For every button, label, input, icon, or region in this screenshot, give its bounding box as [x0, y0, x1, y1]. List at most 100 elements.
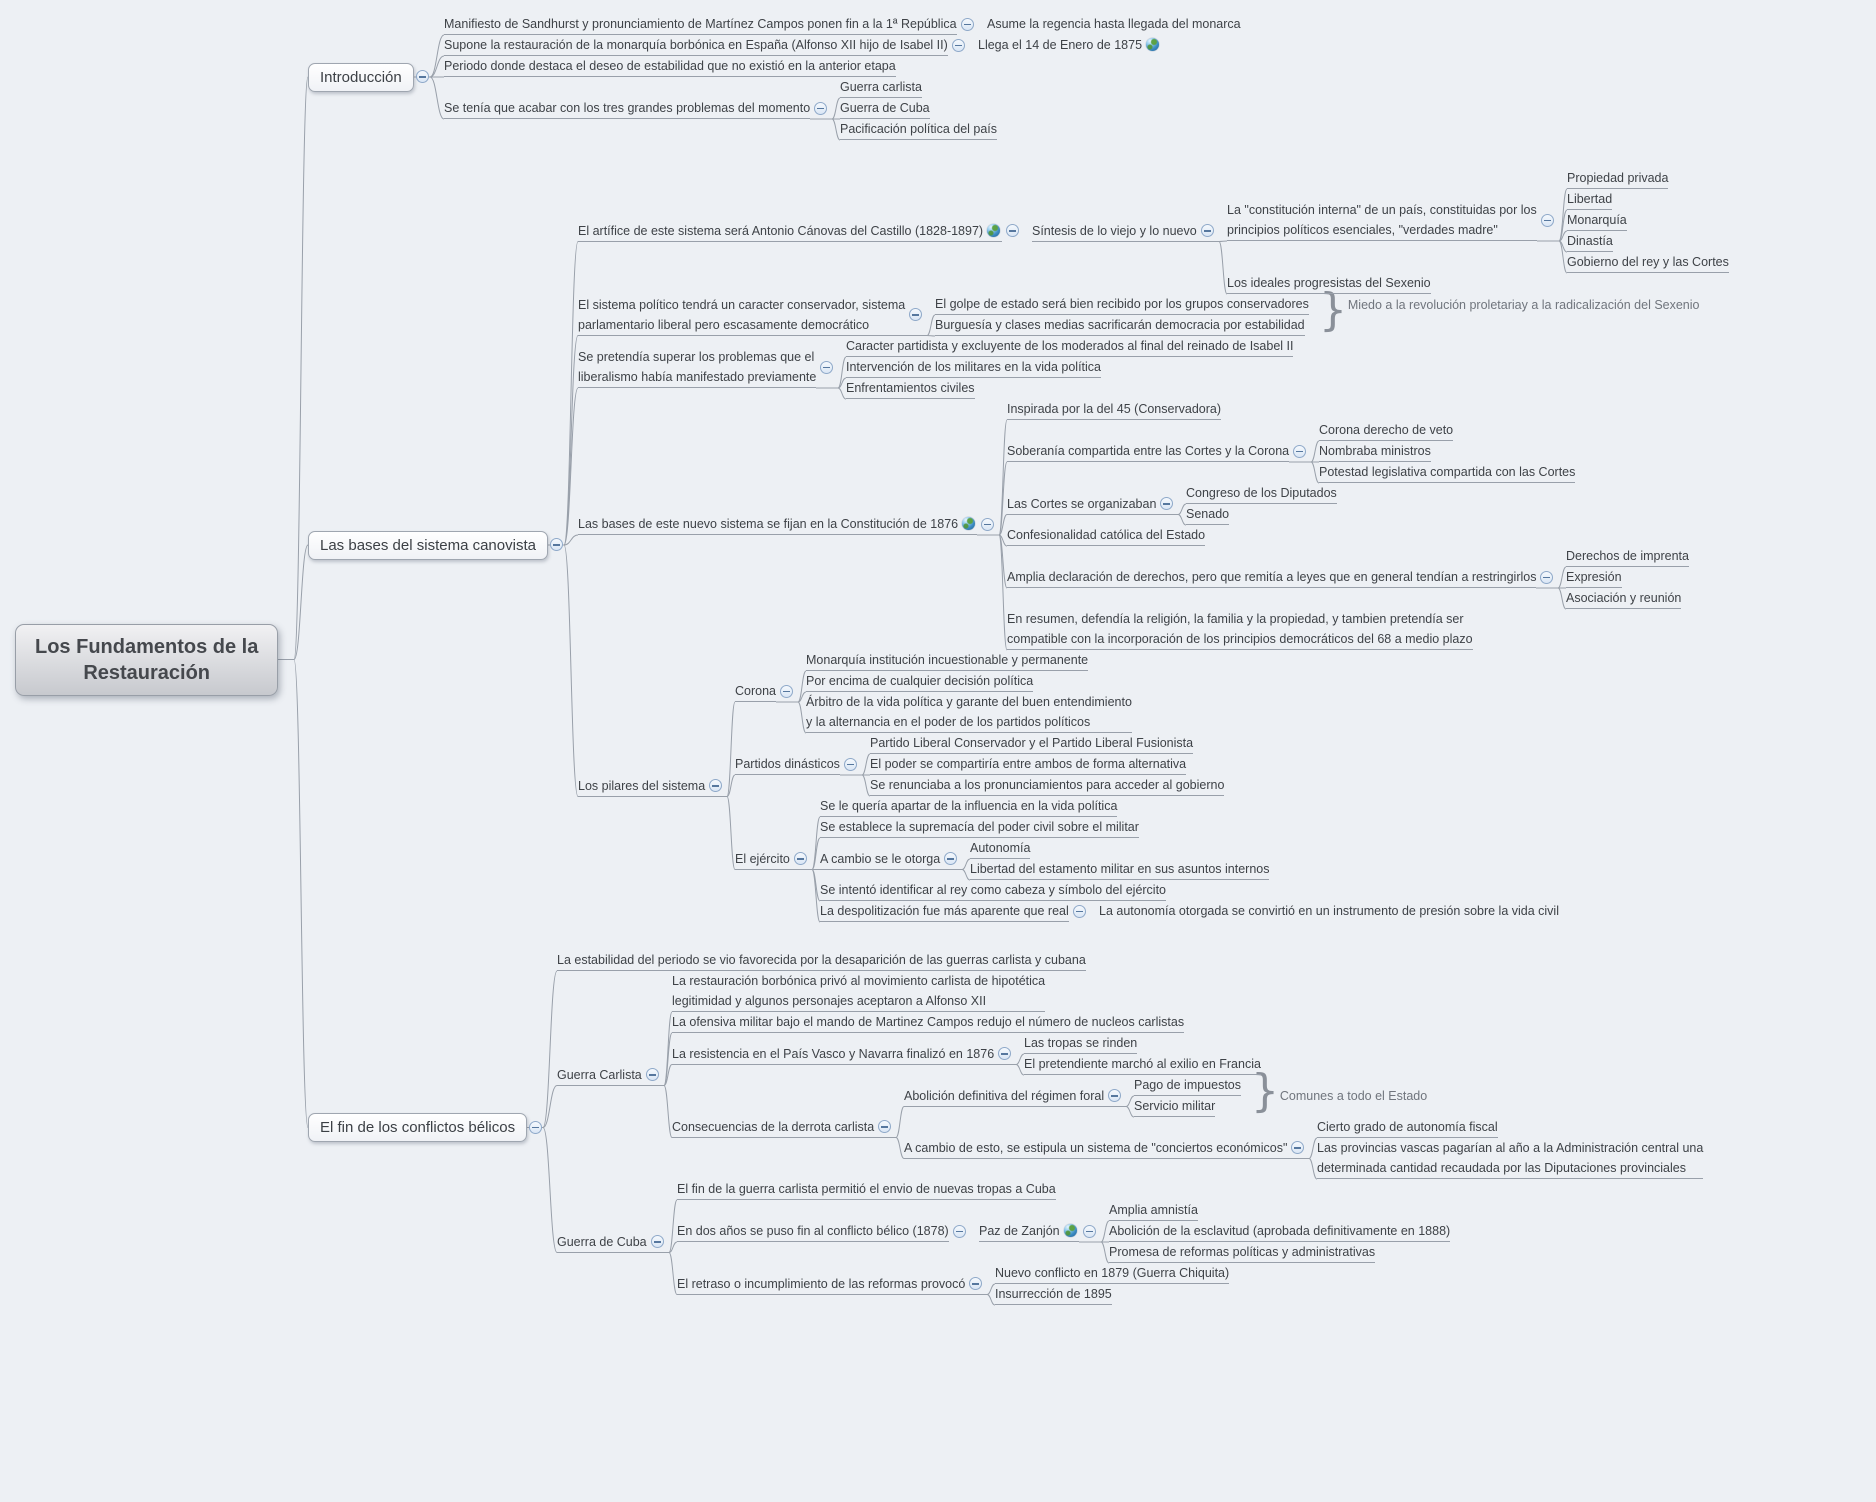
- collapse-icon[interactable]: [820, 360, 833, 374]
- topic-node[interactable]: La restauración borbónica privó al movim…: [672, 971, 1046, 1012]
- topic-node[interactable]: A cambio se le otorga: [820, 849, 941, 870]
- topic-node[interactable]: El pretendiente marchó al exilio en Fran…: [1024, 1054, 1261, 1075]
- topic-node[interactable]: Libertad: [1567, 189, 1613, 210]
- topic-node[interactable]: Enfrentamientos civiles: [846, 378, 975, 399]
- collapse-icon[interactable]: [529, 1120, 542, 1134]
- topic-node[interactable]: Se le quería apartar de la influencia en…: [820, 796, 1118, 817]
- topic-node[interactable]: El ejército: [735, 849, 790, 870]
- collapse-icon[interactable]: [1083, 1224, 1096, 1238]
- topic-node[interactable]: Nuevo conflicto en 1879 (Guerra Chiquita…: [995, 1263, 1230, 1284]
- topic-node[interactable]: Síntesis de lo viejo y lo nuevo: [1032, 221, 1197, 242]
- topic-node[interactable]: Amplia amnistía: [1109, 1200, 1198, 1221]
- topic-node[interactable]: Confesionalidad católica del Estado: [1007, 525, 1206, 546]
- topic-node[interactable]: Monarquía: [1567, 210, 1627, 231]
- topic-node[interactable]: Por encima de cualquier decisión polític…: [806, 671, 1034, 692]
- topic-node[interactable]: Manifiesto de Sandhurst y pronunciamient…: [444, 14, 957, 35]
- collapse-icon[interactable]: [780, 684, 793, 698]
- topic-node[interactable]: Cierto grado de autonomía fiscal: [1317, 1117, 1498, 1138]
- topic-node[interactable]: Derechos de imprenta: [1566, 546, 1689, 567]
- topic-node[interactable]: Propiedad privada: [1567, 168, 1669, 189]
- topic-node[interactable]: Amplia declaración de derechos, pero que…: [1007, 567, 1537, 588]
- topic-node[interactable]: Los pilares del sistema: [578, 776, 706, 797]
- collapse-icon[interactable]: [953, 1224, 966, 1238]
- topic-node[interactable]: Corona derecho de veto: [1319, 420, 1454, 441]
- topic-node[interactable]: Burguesía y clases medias sacrificarán d…: [935, 315, 1305, 336]
- topic-node[interactable]: Congreso de los Diputados: [1186, 483, 1337, 504]
- topic-node[interactable]: Las Cortes se organizaban: [1007, 494, 1157, 515]
- topic-node[interactable]: Monarquía institución incuestionable y p…: [806, 650, 1089, 671]
- topic-node[interactable]: Pacificación política del país: [840, 119, 998, 140]
- topic-node[interactable]: Paz de Zanjón: [979, 1221, 1079, 1242]
- topic-node[interactable]: En dos años se puso fin al conflicto bél…: [677, 1221, 949, 1242]
- topic-node[interactable]: Se intentó identificar al rey como cabez…: [820, 880, 1167, 901]
- globe-icon[interactable]: [1063, 1224, 1077, 1237]
- topic-node[interactable]: El poder se compartiría entre ambos de f…: [870, 754, 1187, 775]
- collapse-icon[interactable]: [1006, 224, 1019, 237]
- collapse-icon[interactable]: [878, 1120, 891, 1133]
- collapse-icon[interactable]: [794, 852, 807, 865]
- topic-node[interactable]: El artífice de este sistema será Antonio…: [578, 221, 1003, 242]
- topic-node[interactable]: Autonomía: [970, 838, 1031, 859]
- topic-node[interactable]: Se establece la supremacía del poder civ…: [820, 817, 1139, 838]
- topic-node[interactable]: El golpe de estado será bien recibido po…: [935, 294, 1309, 315]
- topic-node[interactable]: Gobierno del rey y las Cortes: [1567, 252, 1729, 273]
- topic-node[interactable]: Periodo donde destaca el deseo de estabi…: [444, 56, 896, 77]
- collapse-icon[interactable]: [1073, 904, 1086, 918]
- topic-node[interactable]: Los ideales progresistas del Sexenio: [1227, 273, 1431, 294]
- topic-node[interactable]: Expresión: [1566, 567, 1622, 588]
- topic-node[interactable]: La despolitización fue más aparente que …: [820, 901, 1069, 922]
- topic-node[interactable]: Guerra carlista: [840, 77, 922, 98]
- main-topic[interactable]: El fin de los conflictos bélicos: [308, 1113, 528, 1142]
- globe-icon[interactable]: [1146, 38, 1160, 51]
- topic-node[interactable]: Corona: [735, 681, 776, 702]
- topic-node[interactable]: Partidos dinásticos: [735, 754, 840, 775]
- collapse-icon[interactable]: [550, 538, 563, 551]
- topic-node[interactable]: Dinastía: [1567, 231, 1613, 252]
- globe-icon[interactable]: [987, 223, 1001, 237]
- collapse-icon[interactable]: [909, 308, 922, 321]
- main-topic[interactable]: Las bases del sistema canovista: [308, 530, 548, 560]
- topic-node[interactable]: Potestad legislativa compartida con las …: [1319, 462, 1576, 483]
- collapse-icon[interactable]: [416, 70, 429, 83]
- topic-node[interactable]: Promesa de reformas políticas y administ…: [1109, 1242, 1376, 1263]
- topic-node[interactable]: Intervención de los militares en la vida…: [846, 357, 1101, 378]
- topic-node[interactable]: Supone la restauración de la monarquía b…: [444, 35, 948, 56]
- topic-node[interactable]: Inspirada por la del 45 (Conservadora): [1007, 399, 1222, 420]
- collapse-icon[interactable]: [969, 1277, 982, 1290]
- topic-node[interactable]: La ofensiva militar bajo el mando de Mar…: [672, 1012, 1185, 1033]
- topic-node[interactable]: Abolición de la esclavitud (aprobada def…: [1109, 1221, 1451, 1242]
- topic-node[interactable]: Asociación y reunión: [1566, 588, 1682, 609]
- topic-node[interactable]: Servicio militar: [1134, 1096, 1216, 1117]
- collapse-icon[interactable]: [981, 517, 994, 531]
- topic-node[interactable]: Libertad del estamento militar en sus as…: [970, 859, 1270, 880]
- topic-node[interactable]: Se renunciaba a los pronunciamientos par…: [870, 775, 1225, 796]
- topic-node[interactable]: Árbitro de la vida política y garante de…: [806, 692, 1132, 733]
- topic-node[interactable]: La "constitución interna" de un país, co…: [1227, 200, 1537, 241]
- topic-node[interactable]: La autonomía otorgada se convirtió en un…: [1099, 901, 1559, 922]
- collapse-icon[interactable]: [944, 852, 957, 865]
- topic-node[interactable]: Pago de impuestos: [1134, 1075, 1242, 1096]
- topic-node[interactable]: Se tenía que acabar con los tres grandes…: [444, 98, 811, 119]
- topic-node[interactable]: Abolición definitiva del régimen foral: [904, 1086, 1105, 1107]
- collapse-icon[interactable]: [844, 757, 857, 771]
- topic-node[interactable]: El retraso o incumplimiento de las refor…: [677, 1274, 966, 1295]
- collapse-icon[interactable]: [1541, 213, 1554, 227]
- collapse-icon[interactable]: [961, 17, 974, 31]
- topic-node[interactable]: Nombraba ministros: [1319, 441, 1431, 462]
- topic-node[interactable]: Senado: [1186, 504, 1230, 525]
- topic-node[interactable]: Insurrección de 1895: [995, 1284, 1112, 1305]
- globe-icon[interactable]: [962, 517, 976, 530]
- topic-node[interactable]: En resumen, defendía la religión, la fam…: [1007, 609, 1473, 650]
- topic-node[interactable]: Guerra Carlista: [557, 1065, 642, 1086]
- collapse-icon[interactable]: [646, 1068, 659, 1081]
- topic-node[interactable]: La resistencia en el País Vasco y Navarr…: [672, 1044, 995, 1065]
- topic-node[interactable]: Partido Liberal Conservador y el Partido…: [870, 733, 1194, 754]
- collapse-icon[interactable]: [1540, 570, 1553, 584]
- collapse-icon[interactable]: [651, 1235, 664, 1248]
- topic-node[interactable]: La estabilidad del periodo se vio favore…: [557, 950, 1086, 971]
- collapse-icon[interactable]: [709, 779, 722, 792]
- collapse-icon[interactable]: [1108, 1089, 1121, 1102]
- collapse-icon[interactable]: [1160, 497, 1173, 510]
